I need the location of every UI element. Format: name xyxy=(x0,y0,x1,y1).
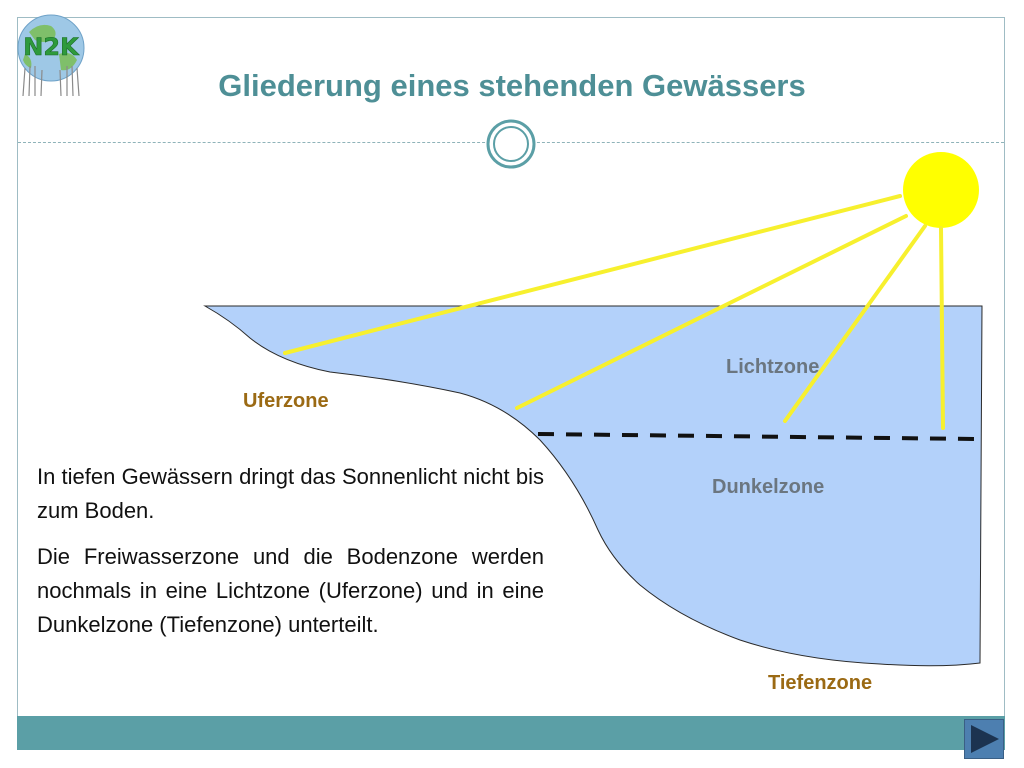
water-body xyxy=(203,305,983,667)
play-triangle-icon xyxy=(971,725,999,753)
lichtzone-label: Lichtzone xyxy=(726,356,820,378)
page-title: Gliederung eines stehenden Gewässers xyxy=(218,68,806,103)
next-slide-button[interactable] xyxy=(964,719,1004,759)
divider-circle-icon xyxy=(486,119,536,169)
uferzone-label: Uferzone xyxy=(243,390,329,412)
sun-ray xyxy=(283,194,902,355)
footer-bar xyxy=(17,716,1005,750)
logo-text: N2K xyxy=(23,33,80,61)
paragraph-2: Die Freiwasserzone und die Bodenzone wer… xyxy=(37,544,544,637)
sun-rays xyxy=(283,194,945,430)
sun-ray xyxy=(783,224,927,423)
light-boundary-line xyxy=(537,432,976,441)
paragraph-1: In tiefen Gewässern dringt das Sonnenlic… xyxy=(37,464,544,523)
sun-ray xyxy=(939,226,945,430)
body-text: In tiefen Gewässern dringt das Sonnenlic… xyxy=(37,460,544,654)
dunkelzone-label: Dunkelzone xyxy=(712,476,825,498)
sun-icon xyxy=(903,152,979,228)
n2k-logo: N2K xyxy=(17,14,85,96)
sun-ray xyxy=(515,214,908,410)
tiefenzone-label: Tiefenzone xyxy=(768,672,873,694)
